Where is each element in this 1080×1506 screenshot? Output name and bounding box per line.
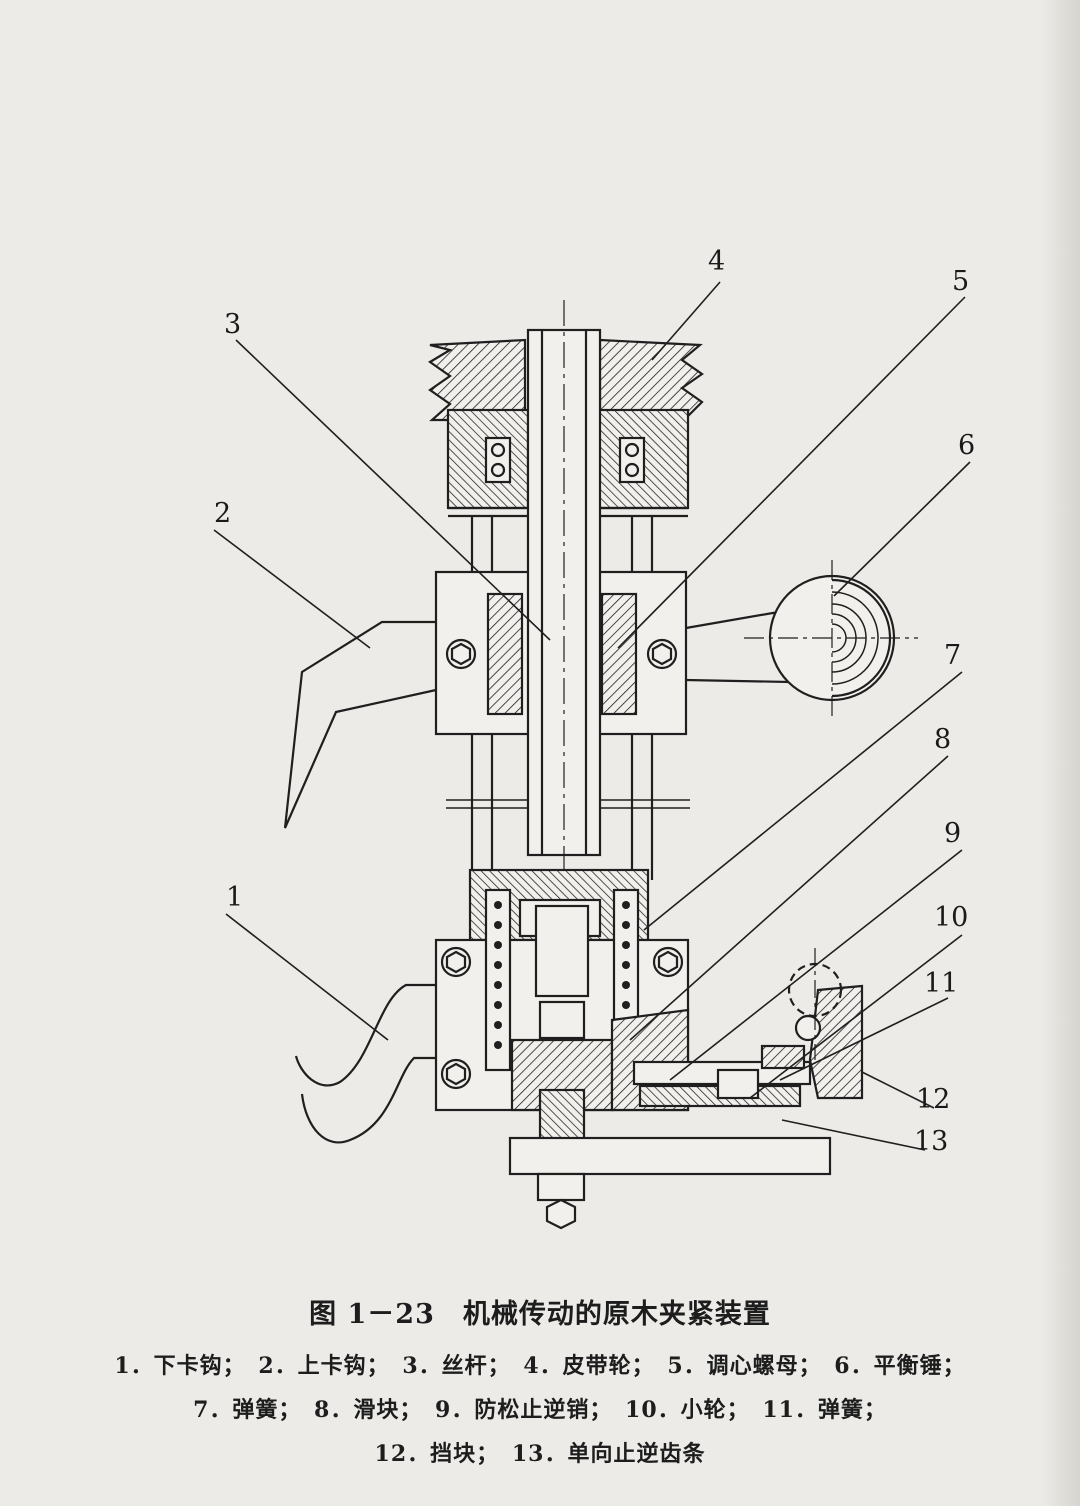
- legend-item: 3．丝杆；: [402, 1353, 511, 1379]
- legend-item: 4．皮带轮；: [523, 1353, 655, 1379]
- legend-row-2: 7．弹簧； 8．滑块； 9．防松止逆销； 10．小轮； 11．弹簧；: [0, 1392, 1080, 1424]
- legend-row-3: 12．挡块； 13．单向止逆齿条: [0, 1436, 1080, 1468]
- callout-3: 3: [224, 309, 241, 340]
- callout-2: 2: [214, 498, 231, 529]
- legend-item: 6．平衡锤；: [834, 1353, 966, 1379]
- callout-1: 1: [226, 882, 243, 913]
- legend-item: 9．防松止逆销；: [435, 1397, 613, 1423]
- callout-4: 4: [708, 246, 725, 277]
- legend-item: 13．单向止逆齿条: [511, 1441, 706, 1467]
- legend-item: 5．调心螺母；: [667, 1353, 822, 1379]
- legend-item: 2．上卡钩；: [258, 1353, 390, 1379]
- mechanical-drawing: 3 2 4 5 6 7 8 9 10 11 12 13 1: [213, 246, 975, 1230]
- base-plate: [508, 1136, 832, 1230]
- legend-row-1: 1．下卡钩； 2．上卡钩； 3．丝杆； 4．皮带轮； 5．调心螺母； 6．平衡锤…: [0, 1348, 1080, 1380]
- legend-item: 8．滑块；: [314, 1397, 423, 1423]
- callout-8: 8: [934, 724, 951, 755]
- lower-hook: [294, 983, 436, 1144]
- figure-caption-title: 图 1－23 机械传动的原木夹紧装置: [309, 1299, 771, 1330]
- callout-13: 13: [914, 1126, 948, 1157]
- callout-10: 10: [934, 902, 968, 933]
- callout-11: 11: [924, 968, 958, 999]
- bearing-housing: [446, 408, 690, 518]
- legend-item: 12．挡块；: [374, 1441, 500, 1467]
- balance-weight: [685, 560, 918, 718]
- legend-item: 7．弹簧；: [193, 1397, 302, 1423]
- legend-item: 10．小轮；: [625, 1397, 750, 1423]
- upper-hook: [283, 620, 437, 829]
- legend-item: 1．下卡钩；: [114, 1353, 246, 1379]
- callout-5: 5: [952, 266, 969, 297]
- page-edge-shadow: [1040, 0, 1080, 1506]
- leader-lines: [213, 281, 971, 1151]
- legend-item: 11．弹簧；: [762, 1397, 887, 1423]
- callout-9: 9: [944, 818, 961, 849]
- callout-6: 6: [958, 430, 975, 461]
- callout-7: 7: [944, 640, 961, 671]
- callout-12: 12: [916, 1084, 950, 1115]
